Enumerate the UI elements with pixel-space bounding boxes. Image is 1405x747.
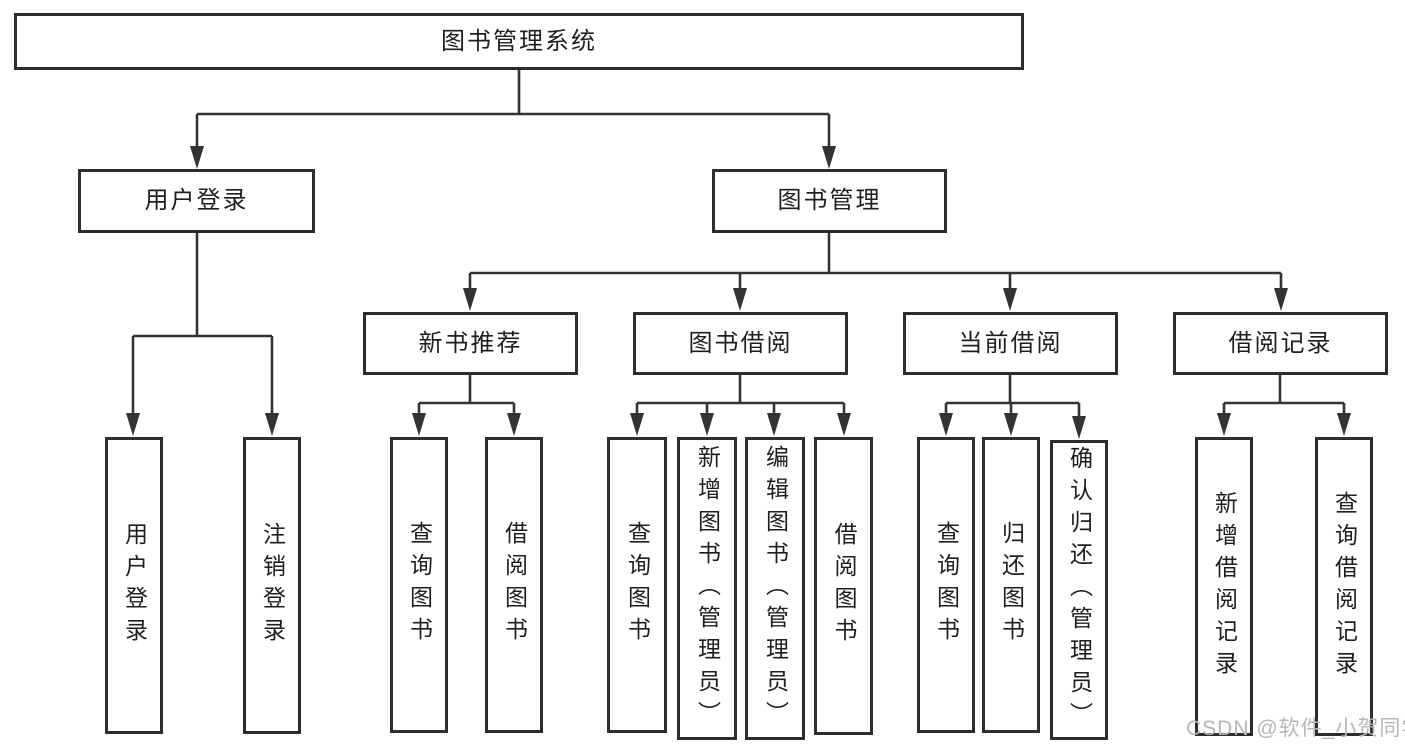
node-book-management: 图书管理 [712, 169, 947, 233]
leaf-logout: 注销登录 [243, 437, 301, 734]
arrowhead [1274, 288, 1288, 311]
arrowhead [767, 413, 781, 436]
arrowhead [1217, 413, 1231, 436]
leaf-query-books-recommend: 查询图书 [390, 437, 448, 733]
node-current-borrow: 当前借阅 [903, 312, 1118, 375]
edge-current-to-leaves [944, 375, 1081, 417]
csdn-watermark: CSDN @软件_小贺同学 [1186, 717, 1405, 740]
arrowhead [463, 288, 477, 311]
edge-userlogin-to-leaves [131, 233, 274, 414]
node-borrow-records: 借阅记录 [1173, 312, 1388, 375]
leaf-add-books-admin: 新增图书（管理员） [677, 437, 737, 740]
arrowhead [837, 413, 851, 436]
leaf-query-borrow-record: 查询借阅记录 [1315, 437, 1373, 736]
leaf-user-login: 用户登录 [105, 437, 163, 734]
edge-borrow-to-leaves [635, 375, 846, 414]
arrowhead [1072, 416, 1086, 439]
node-user-login: 用户登录 [78, 169, 315, 233]
leaf-return-books: 归还图书 [982, 437, 1040, 733]
leaf-query-books-borrow: 查询图书 [607, 437, 667, 733]
leaf-borrow-books-recommend: 借阅图书 [485, 437, 543, 733]
arrowhead [126, 413, 140, 436]
arrowhead [412, 413, 426, 436]
node-book-borrow: 图书借阅 [633, 312, 848, 375]
arrowhead [630, 413, 644, 436]
node-new-book-recommend: 新书推荐 [363, 312, 578, 375]
arrowhead [733, 288, 747, 311]
edge-bookmgmt-to-level3 [468, 233, 1283, 289]
arrowhead [939, 413, 953, 436]
arrowhead [265, 413, 279, 436]
leaf-add-borrow-record: 新增借阅记录 [1195, 437, 1253, 736]
leaf-confirm-return-admin: 确认归还（管理员） [1050, 440, 1108, 740]
leaf-borrow-books: 借阅图书 [814, 437, 873, 735]
arrowhead [822, 146, 836, 169]
arrowhead [1337, 413, 1351, 436]
arrowhead [1003, 288, 1017, 311]
arrowhead [190, 146, 204, 169]
arrowhead [1004, 413, 1018, 436]
arrowhead [700, 413, 714, 436]
node-library-system: 图书管理系统 [14, 13, 1024, 70]
leaf-edit-books-admin: 编辑图书（管理员） [745, 437, 805, 740]
edge-records-to-leaves [1222, 375, 1346, 414]
edge-root-to-level2 [195, 70, 831, 147]
arrowhead [507, 413, 521, 436]
edge-recommend-to-leaves [417, 375, 516, 414]
leaf-query-books-current: 查询图书 [917, 437, 975, 733]
